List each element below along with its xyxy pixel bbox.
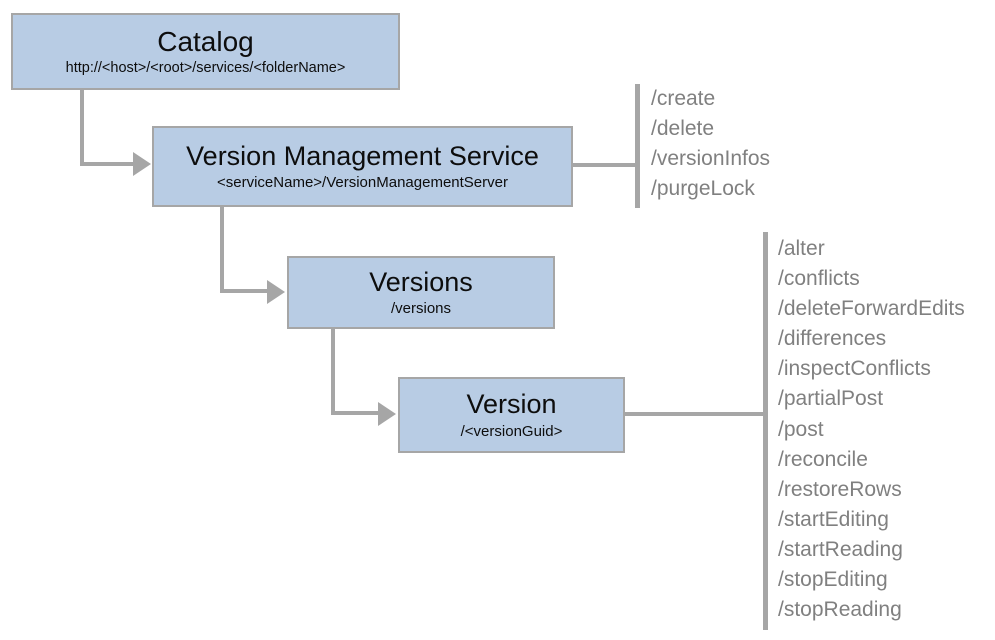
- node-versions-title: Versions: [369, 266, 473, 297]
- connector-version-to-version-operations: [625, 412, 767, 416]
- operation-group-bar-service: [635, 84, 640, 208]
- operation-item: /conflicts: [778, 267, 860, 291]
- operation-item: /reconcile: [778, 447, 868, 471]
- node-versions-subtitle: /versions: [390, 300, 452, 318]
- node-version-subtitle: /<versionGuid>: [460, 422, 563, 440]
- operation-item: /stopReading: [778, 598, 902, 622]
- connector-versions-to-version-vertical: [331, 329, 335, 415]
- node-catalog-subtitle: http://<host>/<root>/services/<folderNam…: [65, 60, 346, 77]
- node-versions[interactable]: Versions /versions: [287, 256, 555, 329]
- operation-item: /alter: [778, 237, 825, 260]
- operation-item: /delete: [651, 117, 715, 141]
- node-catalog[interactable]: Catalog http://<host>/<root>/services/<f…: [11, 13, 400, 90]
- operation-item: /inspectConflicts: [778, 357, 931, 381]
- connector-service-to-service-operations: [573, 163, 639, 167]
- connector-service-to-versions-vertical: [220, 207, 224, 293]
- operation-item: /versionInfos: [651, 147, 771, 171]
- arrow-head-icon-catalog-to-service: [133, 152, 151, 176]
- connector-versions-to-version-horizontal: [331, 411, 379, 415]
- operation-item: /restoreRows: [778, 477, 902, 501]
- operation-group-bar-version: [763, 232, 768, 630]
- operation-item: /differences: [778, 327, 887, 351]
- node-version-management-service[interactable]: Version Management Service <serviceName>…: [152, 126, 573, 207]
- connector-catalog-to-service-vertical: [80, 90, 84, 166]
- operation-list-service: /create/delete/versionInfos/purgeLock: [651, 84, 770, 204]
- node-version-management-service-title: Version Management Service: [186, 140, 539, 171]
- connector-catalog-to-service-horizontal: [80, 162, 134, 166]
- node-version-management-service-subtitle: <serviceName>/VersionManagementServer: [217, 174, 508, 192]
- node-version[interactable]: Version /<versionGuid>: [398, 377, 625, 453]
- arrow-head-icon-versions-to-version: [378, 402, 396, 426]
- operation-item: /startReading: [778, 537, 903, 561]
- connector-service-to-versions-horizontal: [220, 289, 268, 293]
- operation-item: /stopEditing: [778, 568, 888, 592]
- arrow-head-icon-service-to-versions: [267, 280, 285, 304]
- operation-item: /partialPost: [778, 387, 884, 411]
- node-version-title: Version: [466, 389, 557, 420]
- operation-item: /create: [651, 87, 716, 110]
- operation-list-version: /alter/conflicts/deleteForwardEdits/diff…: [778, 234, 965, 625]
- operation-item: /post: [778, 417, 824, 441]
- operation-item: /purgeLock: [651, 177, 755, 201]
- operation-item: /startEditing: [778, 507, 889, 531]
- operation-item: /deleteForwardEdits: [778, 297, 965, 321]
- node-catalog-title: Catalog: [157, 25, 254, 57]
